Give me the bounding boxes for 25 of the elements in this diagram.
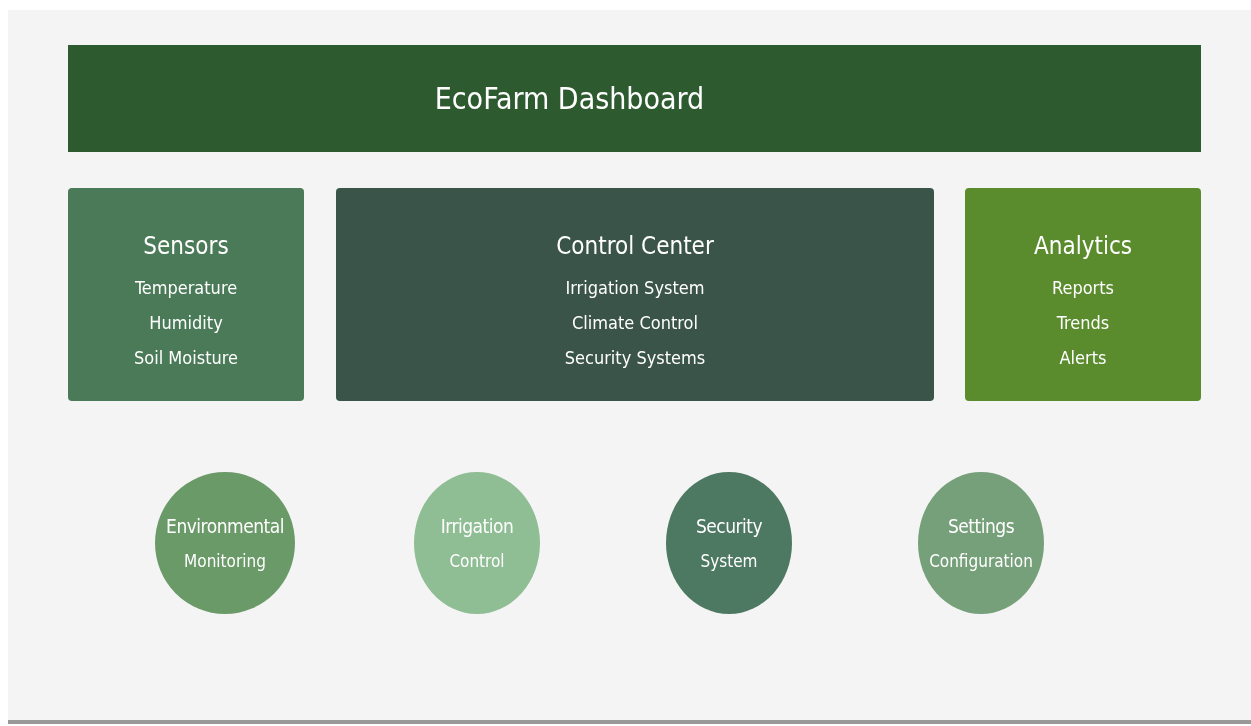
- module-title: Environmental: [166, 515, 284, 537]
- module-title: Security: [695, 515, 763, 537]
- module-subtitle: Control: [449, 551, 505, 571]
- panel-item: Irrigation System: [565, 276, 705, 300]
- module-subtitle: Configuration: [929, 551, 1033, 571]
- panel-item: Reports: [1051, 276, 1114, 300]
- panel-heading: Control Center: [556, 232, 714, 260]
- module-title: Settings: [947, 515, 1015, 537]
- header-banner: [68, 45, 1201, 152]
- panel-card: [68, 188, 304, 401]
- panel-item: Security Systems: [564, 346, 706, 370]
- module-subtitle: System: [700, 551, 758, 571]
- panel-card: [965, 188, 1201, 401]
- panel-card: [336, 188, 934, 401]
- panel-item: Climate Control: [572, 311, 698, 335]
- module-subtitle: Monitoring: [184, 551, 266, 571]
- panel-item: Humidity: [149, 311, 223, 335]
- panel-item: Trends: [1056, 311, 1110, 335]
- panel-item: Temperature: [134, 276, 238, 300]
- panel-heading: Analytics: [1033, 232, 1132, 260]
- dashboard-title: EcoFarm Dashboard: [434, 81, 705, 116]
- module-title: Irrigation: [440, 515, 514, 537]
- panel-item: Alerts: [1059, 346, 1107, 370]
- panel-item: Soil Moisture: [134, 346, 238, 370]
- panel-heading: Sensors: [143, 232, 229, 260]
